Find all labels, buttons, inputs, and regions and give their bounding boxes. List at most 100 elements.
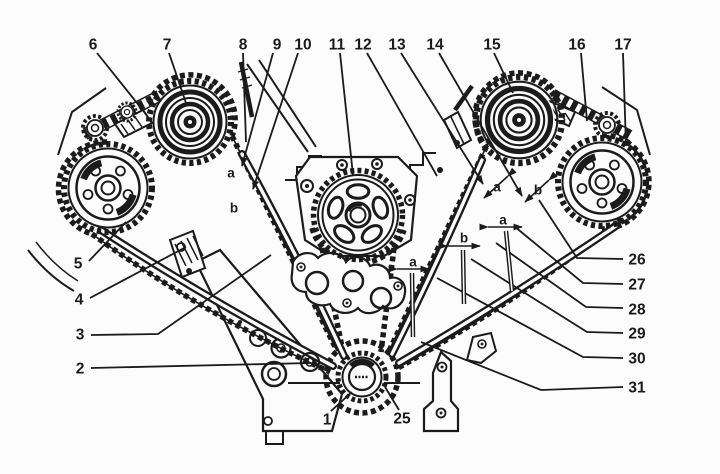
pump-bolt — [296, 262, 306, 272]
bracket-bolt — [477, 339, 487, 349]
chain-wrap-right-exhaust — [601, 132, 652, 232]
valley-left-edge — [246, 63, 309, 153]
callout-leader-27 — [513, 225, 624, 285]
callout-label-26: 26 — [628, 252, 646, 269]
callout-leader-11 — [339, 52, 354, 176]
callout-label-6: 6 — [89, 37, 98, 54]
measure-label-b: b — [534, 183, 542, 198]
callout-label-31: 31 — [628, 380, 646, 397]
bolt-dot — [238, 320, 242, 324]
bolt-dot — [437, 167, 443, 173]
cover-bolt-boss — [336, 159, 348, 171]
callout-label-27: 27 — [628, 277, 645, 294]
callout-label-29: 29 — [628, 326, 646, 343]
callout-leader-7 — [168, 52, 187, 104]
measure-label-a: a — [409, 255, 417, 270]
left-exhaust-cam-sprocket — [64, 144, 152, 232]
bolt-dot — [345, 301, 349, 305]
callout-label-13: 13 — [388, 37, 406, 54]
right-bank-outer-edge — [601, 86, 651, 156]
bolt-dot — [480, 342, 484, 346]
callout-label-5: 5 — [74, 256, 83, 273]
right-intake-cam-sprocket — [476, 77, 562, 163]
tensioner-hatch — [174, 235, 204, 267]
left-adjuster-sprocket — [81, 114, 109, 142]
callout-leader-15 — [493, 52, 514, 94]
cover-bolt — [263, 416, 273, 426]
callout-leader-9 — [240, 52, 274, 167]
bolt-dot — [299, 265, 303, 269]
chain-edge — [91, 233, 331, 373]
left-foot-tab — [265, 431, 284, 445]
callout-leader-6 — [96, 52, 142, 109]
chain-wrap-right-intake — [472, 70, 559, 143]
left-bank-outer-edge — [57, 87, 107, 156]
measure-arrow — [524, 171, 558, 203]
valley-left-edge-2 — [258, 59, 317, 148]
head-stud-right — [453, 84, 474, 112]
chain-wrap-left-intake — [146, 72, 238, 138]
callout-leader-12 — [366, 52, 438, 177]
left-intake-cam-sprocket — [149, 81, 231, 163]
cover-bolt-boss — [300, 179, 314, 193]
measure-pin-core — [462, 249, 465, 305]
callout-label-17: 17 — [614, 37, 631, 54]
callout-label-10: 10 — [294, 37, 311, 54]
bolt-dot — [396, 284, 400, 288]
measure-label-a: a — [227, 166, 235, 181]
callout-label-14: 14 — [426, 37, 444, 54]
callout-leader-8 — [242, 52, 247, 143]
callout-label-12: 12 — [354, 37, 371, 54]
callout-leader-26 — [538, 199, 624, 260]
callout-label-2: 2 — [76, 361, 85, 378]
crankshaft-sprocket — [338, 353, 386, 401]
callout-leader-10 — [252, 52, 299, 190]
pump-port — [369, 286, 393, 310]
bracket-bolt — [436, 361, 448, 373]
measure-label-a: a — [493, 180, 501, 195]
guide-core — [397, 224, 618, 365]
callout-leader-16 — [580, 52, 588, 122]
callout-label-11: 11 — [329, 37, 346, 54]
callout-label-3: 3 — [76, 327, 85, 344]
cam-chain-right — [551, 91, 634, 140]
cover-hole — [260, 360, 288, 388]
callout-leader-30 — [436, 277, 624, 359]
callout-leader-1 — [330, 391, 353, 412]
cam-chain-guide-left — [113, 108, 154, 139]
callout-leader-17 — [622, 52, 627, 147]
tensioner-pin — [186, 268, 192, 274]
callout-leader-4 — [89, 246, 187, 299]
bolt-dot — [340, 163, 344, 167]
bolt-dot — [305, 184, 309, 188]
chain-wrap-crank — [323, 338, 401, 416]
callout-label-15: 15 — [483, 37, 501, 54]
measure-label-b: b — [460, 231, 468, 246]
right-bracket — [422, 350, 460, 433]
guide-core — [390, 158, 484, 356]
pump-bolt — [393, 281, 403, 291]
measure-arrow — [483, 167, 517, 199]
callout-label-9: 9 — [273, 37, 282, 54]
measure-label-a: a — [499, 213, 507, 228]
bolt-dot — [440, 365, 444, 369]
callout-label-25: 25 — [393, 411, 411, 428]
measure-pin-core — [505, 230, 513, 292]
chain-wrap-left-exhaust — [55, 139, 108, 237]
bolt-dot — [375, 162, 379, 166]
left-cover-arc — [27, 249, 75, 292]
cover-hole — [249, 329, 267, 347]
callout-leader-2 — [90, 362, 312, 369]
cover-bolt-boss — [371, 158, 383, 170]
cam-chain-right-edges — [552, 89, 633, 142]
crank-seal-inner — [305, 357, 315, 367]
callout-label-16: 16 — [568, 37, 586, 54]
left-cover-arc-inner — [35, 241, 79, 282]
right-exhaust-cam-sprocket — [558, 138, 646, 226]
sprockets — [64, 77, 646, 401]
bolt-dot — [408, 198, 412, 202]
measure-pin-core — [411, 272, 414, 338]
right-guide-block-line — [450, 116, 465, 145]
